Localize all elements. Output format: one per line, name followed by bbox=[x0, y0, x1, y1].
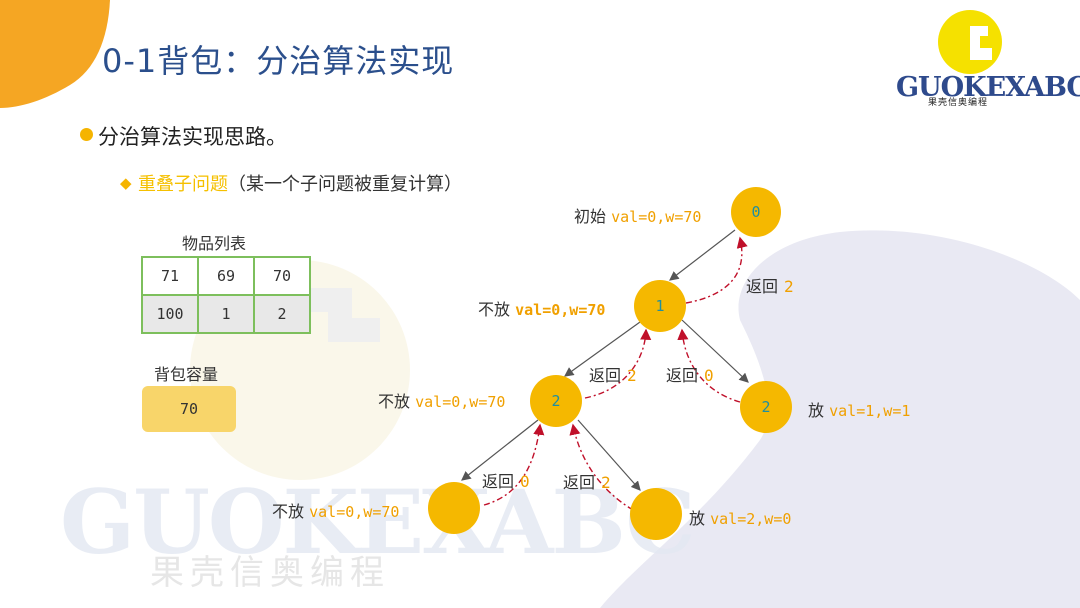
return-n3b-n2a bbox=[573, 425, 633, 510]
tree-node-level1: 1 bbox=[634, 280, 686, 332]
return-value: 0 bbox=[704, 366, 714, 385]
node-action: 不放 bbox=[478, 300, 510, 319]
return-text: 返回 bbox=[666, 366, 698, 385]
return-text: 返回 bbox=[482, 472, 514, 491]
return-value: 2 bbox=[784, 277, 794, 296]
return-label: 返回 2 bbox=[589, 362, 637, 386]
node-label-root: 初始 val=0,w=70 bbox=[574, 203, 701, 227]
node-action: 不放 bbox=[378, 392, 410, 411]
node-state: val=0,w=70 bbox=[515, 301, 605, 319]
node-label-level3-left: 不放 val=0,w=70 bbox=[272, 498, 399, 522]
return-text: 返回 bbox=[589, 366, 621, 385]
tree-node-root: 0 bbox=[731, 187, 781, 237]
node-label-level2-right: 放 val=1,w=1 bbox=[808, 397, 910, 421]
node-state: val=2,w=0 bbox=[710, 510, 791, 528]
node-label-level2-left: 不放 val=0,w=70 bbox=[378, 388, 505, 412]
return-text: 返回 bbox=[746, 277, 778, 296]
return-n3a-n2a bbox=[484, 425, 540, 505]
node-label-level1: 不放 val=0,w=70 bbox=[478, 296, 605, 320]
return-label: 返回 0 bbox=[482, 468, 530, 492]
return-value: 2 bbox=[601, 473, 611, 492]
tree-node-level2-left: 2 bbox=[530, 375, 582, 427]
return-value: 2 bbox=[627, 366, 637, 385]
node-state: val=0,w=70 bbox=[611, 208, 701, 226]
node-state: val=1,w=1 bbox=[829, 402, 910, 420]
return-label: 返回 2 bbox=[563, 469, 611, 493]
return-label: 返回 2 bbox=[746, 273, 794, 297]
return-label: 返回 0 bbox=[666, 362, 714, 386]
return-value: 0 bbox=[520, 472, 530, 491]
tree-node-level3-left bbox=[428, 482, 480, 534]
node-action: 初始 bbox=[574, 207, 606, 226]
node-action: 放 bbox=[689, 509, 705, 528]
return-n1-n0 bbox=[686, 238, 742, 303]
node-action: 放 bbox=[808, 401, 824, 420]
tree-node-level2-right: 2 bbox=[740, 381, 792, 433]
return-text: 返回 bbox=[563, 473, 595, 492]
node-state: val=0,w=70 bbox=[309, 503, 399, 521]
tree-node-level3-right bbox=[630, 488, 682, 540]
node-state: val=0,w=70 bbox=[415, 393, 505, 411]
node-action: 不放 bbox=[272, 502, 304, 521]
node-label-level3-right: 放 val=2,w=0 bbox=[689, 505, 791, 529]
edge-n0-n1 bbox=[670, 230, 735, 280]
